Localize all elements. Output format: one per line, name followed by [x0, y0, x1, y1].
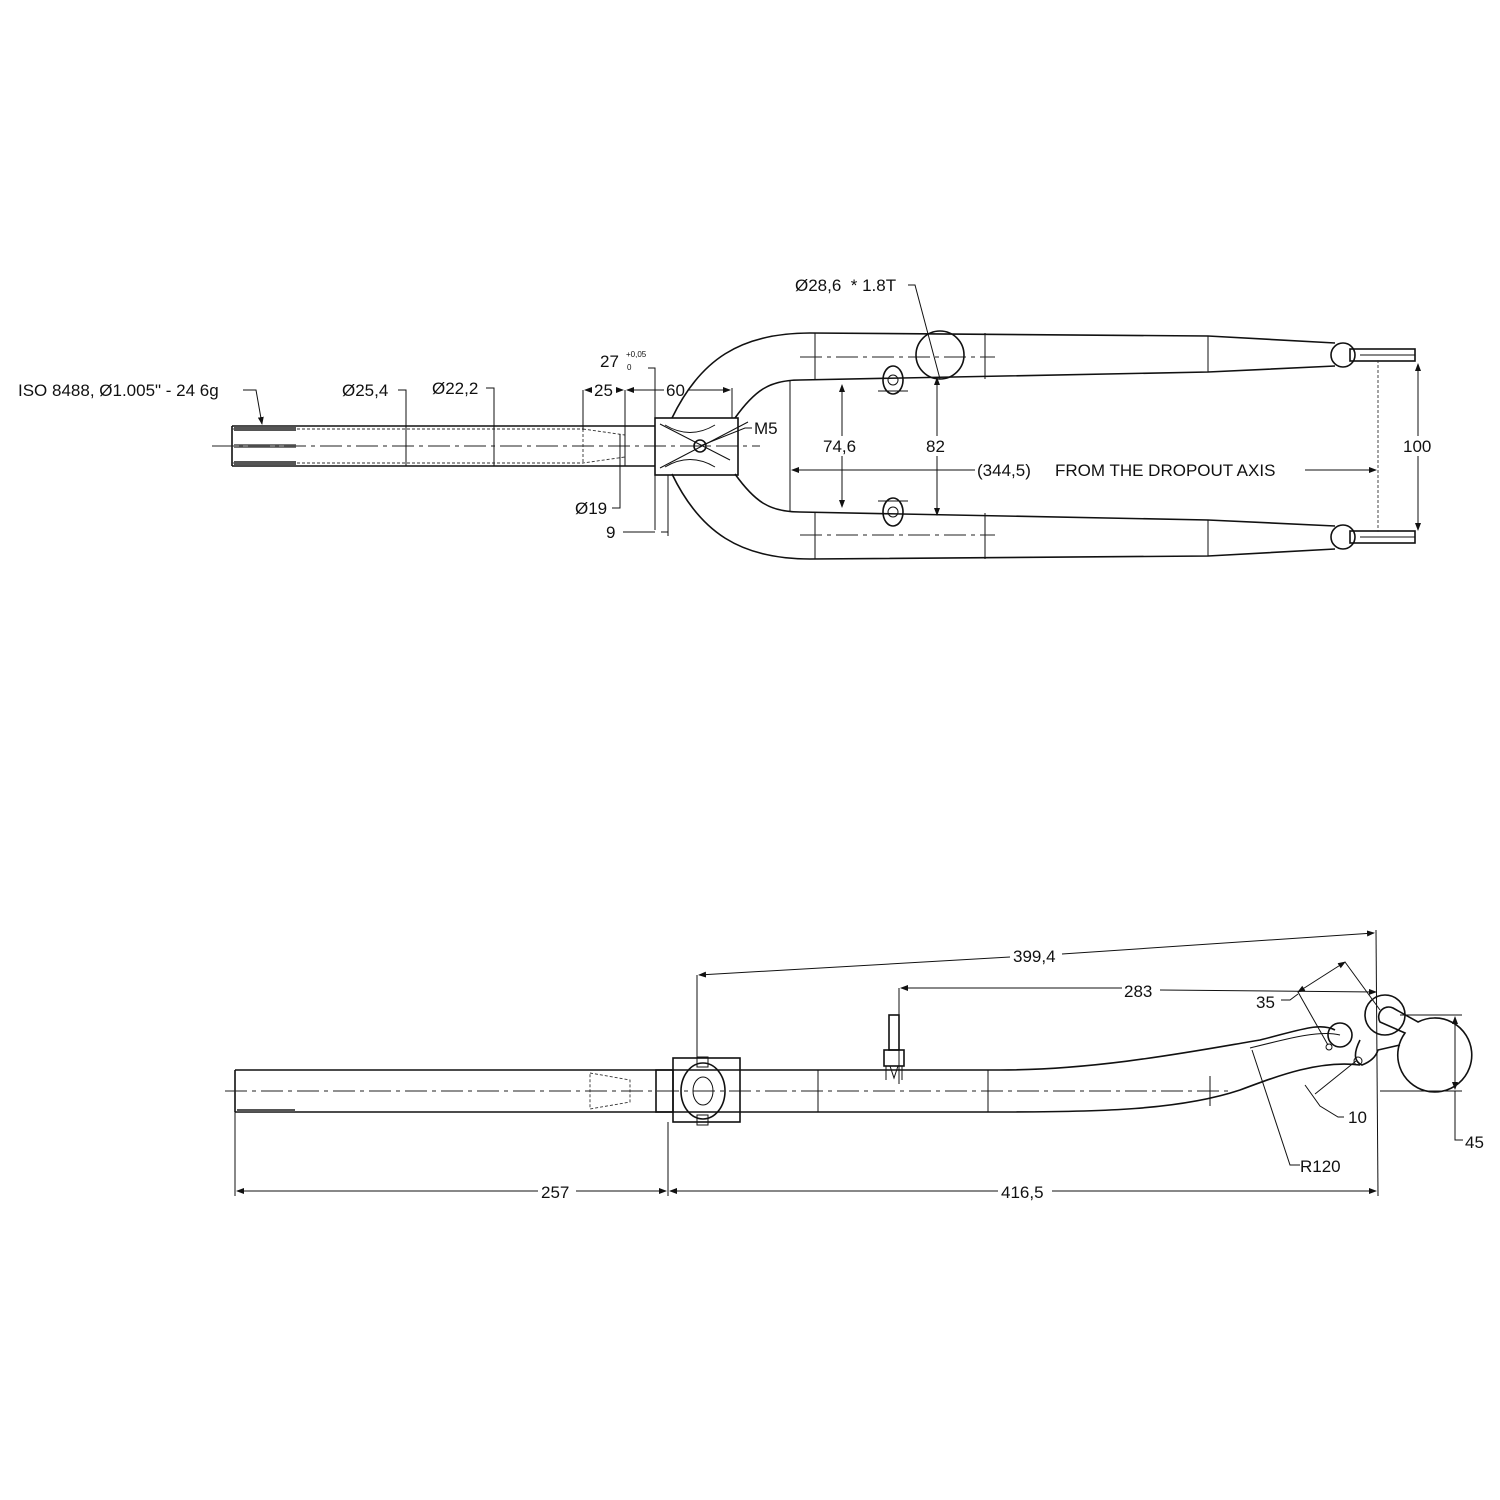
blade-tube-label: Ø28,6 * 1.8T [795, 276, 896, 295]
top-view: ISO 8488, Ø1.005" - 24 6g Ø25,4 Ø22,2 25… [18, 276, 1438, 560]
dia-inner-label: Ø22,2 [432, 379, 478, 398]
thread-top [234, 427, 296, 431]
len-60-label: 60 [666, 381, 685, 400]
side-dimensions: 399,4 283 35 10 R120 45 257 [234, 929, 1484, 1202]
offset-45-label: 45 [1465, 1133, 1484, 1152]
width-74-6-label: 74,6 [823, 437, 856, 456]
width-82-label: 82 [926, 437, 945, 456]
dropout-bottom [1330, 524, 1416, 550]
side-crown [655, 1056, 741, 1126]
radius-label: R120 [1300, 1157, 1341, 1176]
brake-boss-bottom [878, 497, 908, 527]
from-dropout-label: FROM THE DROPOUT AXIS [1055, 461, 1275, 480]
tolerance-lower: 0 [627, 363, 632, 372]
len-10-label: 10 [1348, 1108, 1367, 1127]
crown-27-label: 27 [600, 352, 619, 371]
thread-spec-label: ISO 8488, Ø1.005" - 24 6g [18, 381, 219, 400]
len-257-label: 257 [541, 1183, 569, 1202]
blade-tube-section [915, 330, 965, 380]
len-9-label: 9 [606, 523, 615, 542]
side-fork-body [225, 994, 1473, 1126]
dia-19-label: Ø19 [575, 499, 607, 518]
tolerance-upper: +0,05 [626, 350, 647, 359]
dropout-top [1330, 342, 1416, 368]
bolt-m5-label: M5 [754, 419, 778, 438]
dropout-side [1325, 994, 1473, 1093]
dia-steerer-label: Ø25,4 [342, 381, 388, 400]
len-25-label: 25 [594, 381, 613, 400]
brake-boss-top [878, 365, 908, 395]
len-399-4-label: 399,4 [1013, 947, 1056, 966]
top-dimensions: ISO 8488, Ø1.005" - 24 6g Ø25,4 Ø22,2 25… [18, 276, 1438, 542]
len-416-5-label: 416,5 [1001, 1183, 1044, 1202]
len-35-label: 35 [1256, 993, 1275, 1012]
len-283-label: 283 [1124, 982, 1152, 1001]
thread-bottom [234, 461, 296, 465]
steerer-tube [212, 425, 760, 467]
length-344-5-label: (344,5) [977, 461, 1031, 480]
fork-blades [671, 330, 1416, 560]
dropout-width-label: 100 [1403, 437, 1431, 456]
side-view: 399,4 283 35 10 R120 45 257 [225, 929, 1484, 1202]
